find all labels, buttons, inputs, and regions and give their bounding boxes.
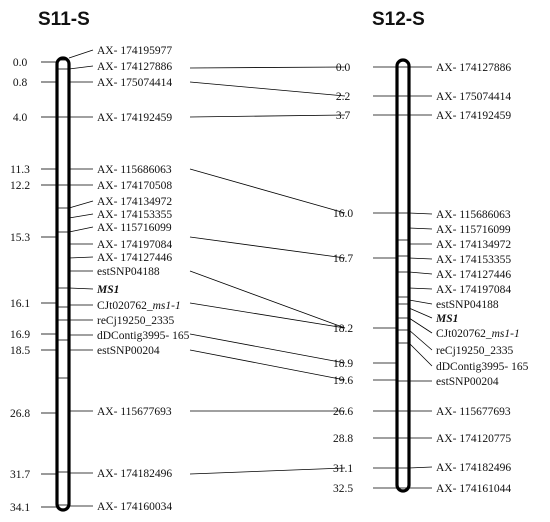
left-marker-label: AX- 174195977	[97, 45, 172, 57]
cross-map-link	[189, 168, 346, 214]
left-marker-label: AX- 174153355	[97, 209, 172, 221]
left-chromosome-bar	[55, 56, 71, 512]
right-position-label: 0.0	[336, 62, 351, 74]
right-position-label: 16.0	[333, 208, 353, 220]
cross-map-link	[189, 467, 346, 475]
right-position-label: 3.7	[336, 110, 351, 122]
right-position-label: 16.7	[333, 253, 353, 265]
right-marker-leader	[408, 287, 433, 290]
left-map-title: S11-S	[38, 9, 90, 30]
cross-map-link	[189, 236, 346, 259]
right-marker-leader	[408, 317, 433, 334]
left-marker-label: AX- 174182496	[97, 468, 172, 480]
left-marker-leader	[68, 256, 94, 259]
left-marker-label: AX- 174192459	[97, 112, 172, 124]
right-position-label: 32.5	[333, 483, 353, 495]
left-position-label: 26.8	[10, 408, 30, 420]
left-marker-label: AX- 115677693	[97, 406, 172, 418]
left-position-label: 0.8	[13, 77, 28, 89]
right-marker-label: estSNP04188	[436, 299, 499, 311]
cross-map-link	[189, 114, 346, 118]
cross-map-link	[189, 333, 346, 364]
right-marker-label: AX- 115716099	[436, 224, 511, 236]
left-marker-label: AX- 174134972	[97, 196, 172, 208]
right-marker-label: dDContig3995- 165	[436, 361, 529, 373]
left-position-label: 16.9	[10, 329, 30, 341]
right-marker-label: CJt020762_ms1-1	[436, 328, 520, 340]
right-marker-leader	[408, 212, 433, 215]
right-marker-label: AX- 174134972	[436, 239, 511, 251]
cross-map-link	[189, 270, 346, 329]
left-position-label: 18.5	[10, 345, 30, 357]
left-position-label: 16.1	[10, 298, 30, 310]
left-position-label: 34.1	[10, 502, 30, 514]
left-marker-label: AX- 174127886	[97, 61, 172, 73]
right-position-label: 26.6	[333, 406, 353, 418]
right-position-label: 18.2	[333, 323, 353, 335]
right-position-label: 19.6	[333, 375, 353, 387]
right-marker-label: AX- 174192459	[436, 110, 511, 122]
left-marker-label: reCj19250_2335	[97, 315, 175, 327]
left-marker-label: dDContig3995- 165	[97, 330, 190, 342]
left-marker-leader	[68, 213, 94, 219]
left-marker-label: AX- 174197084	[97, 239, 172, 251]
right-marker-leader	[408, 342, 433, 367]
right-marker-label: MS1	[435, 313, 458, 325]
cross-map-link	[189, 302, 346, 329]
right-position-label: 18.9	[333, 358, 353, 370]
left-marker-label: AX- 115716099	[97, 222, 172, 234]
left-marker-leader	[68, 65, 94, 70]
cross-map-link	[189, 66, 346, 69]
left-marker-label: estSNP04188	[97, 266, 160, 278]
left-marker-label: AX- 174170508	[97, 180, 172, 192]
left-position-label: 31.7	[10, 469, 30, 481]
left-marker-label: CJt020762_ms1-1	[97, 300, 181, 312]
right-marker-leader	[408, 307, 433, 319]
right-marker-leader	[408, 257, 433, 260]
right-marker-label: AX- 115686063	[436, 209, 511, 221]
right-marker-label: AX- 174197084	[436, 284, 511, 296]
right-marker-label: AX- 174127886	[436, 62, 511, 74]
right-marker-leader	[408, 466, 433, 469]
left-marker-leader	[68, 226, 94, 233]
right-marker-leader	[408, 299, 433, 305]
right-position-label: 2.2	[336, 91, 351, 103]
cross-map-link	[189, 81, 346, 97]
left-marker-label: AX- 174127446	[97, 252, 172, 264]
left-marker-label: MS1	[96, 284, 119, 296]
right-marker-label: AX- 115677693	[436, 406, 511, 418]
right-marker-label: reCj19250_2335	[436, 345, 514, 357]
right-marker-label: estSNP00204	[436, 376, 499, 388]
left-marker-label: AX- 115686063	[97, 164, 172, 176]
left-marker-label: AX- 174160034	[97, 501, 172, 513]
right-marker-label: AX- 174161044	[436, 483, 511, 495]
right-map-title: S12-S	[372, 9, 425, 30]
right-position-label: 28.8	[333, 433, 353, 445]
left-marker-leader	[68, 287, 94, 290]
cross-map-link	[189, 349, 346, 381]
left-position-label: 12.2	[10, 180, 30, 192]
right-marker-label: AX- 174153355	[436, 254, 511, 266]
left-marker-leader	[68, 49, 94, 59]
right-marker-label: AX- 175074414	[436, 91, 511, 103]
left-position-label: 4.0	[13, 112, 28, 124]
right-marker-leader	[408, 271, 433, 275]
right-position-label: 31.1	[333, 463, 353, 475]
right-marker-label: AX- 174182496	[436, 462, 511, 474]
left-marker-leader	[68, 200, 94, 209]
left-position-label: 15.3	[10, 232, 30, 244]
right-marker-label: AX- 174127446	[436, 269, 511, 281]
right-chromosome-bar	[395, 58, 411, 493]
right-marker-leader	[408, 227, 433, 230]
left-marker-label: estSNP00204	[97, 345, 160, 357]
left-marker-label: AX- 175074414	[97, 77, 172, 89]
right-marker-leader	[408, 329, 433, 351]
left-position-label: 0.0	[13, 57, 28, 69]
left-position-label: 11.3	[10, 164, 30, 176]
right-marker-label: AX- 174120775	[436, 433, 511, 445]
